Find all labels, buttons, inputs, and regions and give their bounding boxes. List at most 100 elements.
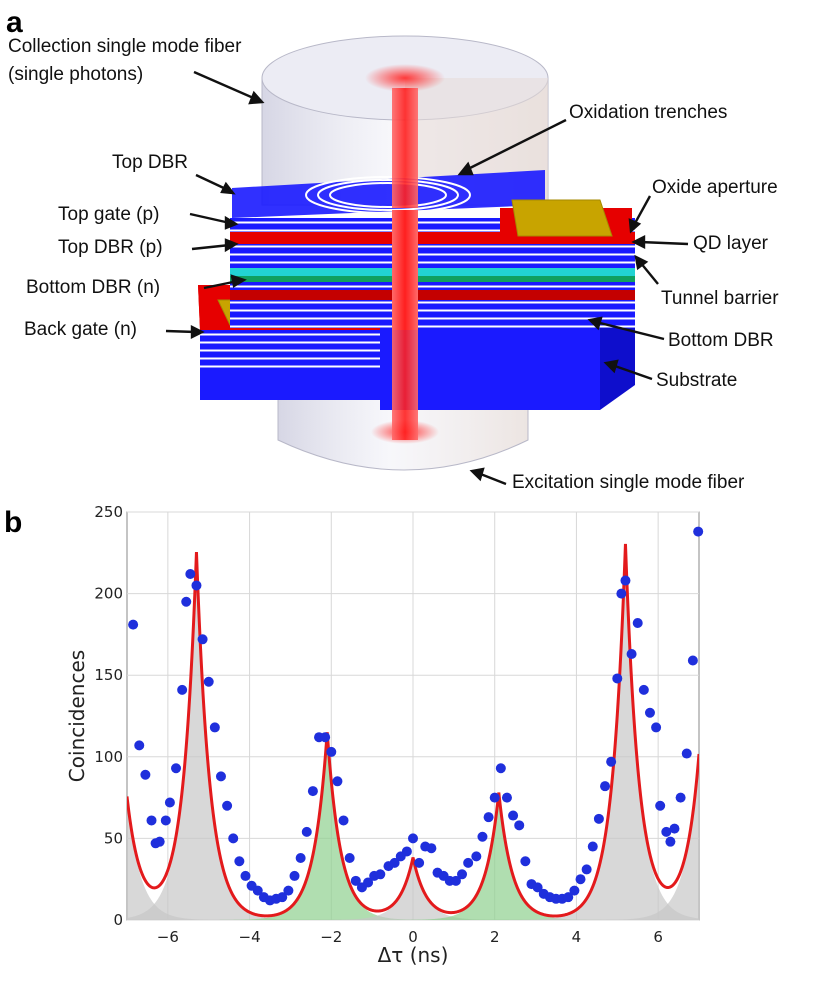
- label-bottom-dbr: Bottom DBR: [668, 330, 774, 351]
- data-point: [508, 810, 519, 821]
- data-points: [128, 526, 704, 906]
- oxidation-trenches-rings: [305, 176, 471, 214]
- label-excitation-fiber: Excitation single mode fiber: [512, 472, 745, 493]
- data-point: [616, 588, 627, 599]
- data-point: [140, 769, 151, 780]
- data-point: [307, 786, 318, 797]
- x-tick-label: −4: [239, 928, 261, 946]
- data-point: [215, 771, 226, 782]
- data-point: [128, 619, 139, 630]
- data-point: [426, 843, 437, 854]
- data-point: [669, 823, 680, 834]
- data-point: [644, 707, 655, 718]
- data-point: [240, 870, 251, 881]
- peak-fills: [127, 544, 699, 920]
- data-point: [638, 684, 649, 695]
- data-point: [463, 857, 474, 868]
- laser-beam: [392, 88, 418, 440]
- data-point: [477, 831, 488, 842]
- data-point: [483, 812, 494, 823]
- label-tunnel-barrier: Tunnel barrier: [661, 288, 779, 309]
- peak-fill-gray: [127, 552, 699, 920]
- data-point: [408, 833, 418, 844]
- label-qd-layer: QD layer: [693, 233, 769, 254]
- data-point: [283, 885, 294, 896]
- data-point: [626, 648, 637, 659]
- data-point: [234, 856, 245, 867]
- label-collection-fiber-2: (single photons): [8, 64, 143, 85]
- data-point: [326, 746, 337, 757]
- label-substrate: Substrate: [656, 370, 737, 391]
- data-point: [389, 857, 400, 868]
- y-tick-label: 250: [94, 503, 123, 521]
- data-point: [606, 756, 617, 767]
- data-point: [295, 852, 306, 863]
- callout-arrows: [165, 70, 689, 486]
- data-point: [450, 875, 461, 886]
- panel-a-letter: a: [6, 6, 23, 39]
- data-point: [651, 722, 662, 733]
- data-point: [134, 740, 145, 751]
- data-point: [171, 763, 182, 774]
- data-point: [350, 875, 361, 886]
- callouts: Collection single mode fiber (single pho…: [8, 36, 779, 493]
- data-point: [681, 748, 692, 759]
- data-point: [344, 852, 355, 863]
- label-bottom-dbr-n: Bottom DBR (n): [26, 277, 160, 298]
- y-axis-label: Coincidences: [65, 650, 89, 782]
- data-point: [191, 580, 202, 591]
- data-point: [338, 815, 349, 826]
- main-stack: [230, 170, 635, 410]
- data-point: [414, 857, 425, 868]
- label-oxide-aperture: Oxide aperture: [652, 177, 778, 198]
- label-top-dbr-p: Top DBR (p): [58, 237, 163, 258]
- y-tick-label: 200: [94, 585, 123, 603]
- label-collection-fiber-1: Collection single mode fiber: [8, 36, 242, 57]
- data-point: [600, 781, 611, 792]
- x-tick-label: 4: [572, 928, 582, 946]
- data-point: [457, 869, 468, 880]
- x-tick-label: 0: [408, 928, 418, 946]
- data-point: [687, 655, 698, 666]
- data-point: [289, 870, 300, 881]
- data-point: [520, 856, 531, 867]
- panel-a: a: [6, 6, 779, 493]
- data-point: [665, 836, 676, 847]
- label-oxidation-trenches: Oxidation trenches: [569, 102, 727, 123]
- data-point: [675, 792, 686, 803]
- label-back-gate: Back gate (n): [24, 319, 137, 340]
- top-gate-contact: [511, 199, 613, 237]
- data-point: [563, 892, 574, 903]
- data-point: [209, 722, 220, 733]
- data-point: [197, 634, 208, 645]
- data-point: [593, 813, 604, 824]
- label-top-gate: Top gate (p): [58, 204, 159, 225]
- data-point: [612, 673, 623, 684]
- peak-fill-gray: [127, 544, 699, 920]
- data-point: [693, 526, 704, 537]
- data-point: [301, 826, 312, 837]
- data-point: [146, 815, 157, 826]
- data-point: [501, 792, 512, 803]
- data-point: [495, 763, 506, 774]
- x-tick-label: 2: [490, 928, 500, 946]
- data-point: [320, 732, 331, 743]
- data-point: [177, 684, 188, 695]
- data-point: [632, 617, 643, 628]
- data-point: [332, 776, 343, 787]
- data-point: [160, 815, 171, 826]
- fit-curve: [127, 543, 699, 918]
- x-axis-label: Δτ (ns): [378, 943, 449, 967]
- data-point: [471, 851, 482, 862]
- data-point: [277, 892, 288, 903]
- data-point: [569, 885, 580, 896]
- data-point: [203, 676, 214, 687]
- data-point: [154, 836, 165, 847]
- data-point: [489, 792, 500, 803]
- data-point: [181, 596, 192, 607]
- y-tick-label: 50: [104, 829, 123, 847]
- data-point: [375, 869, 386, 880]
- data-point: [532, 882, 543, 893]
